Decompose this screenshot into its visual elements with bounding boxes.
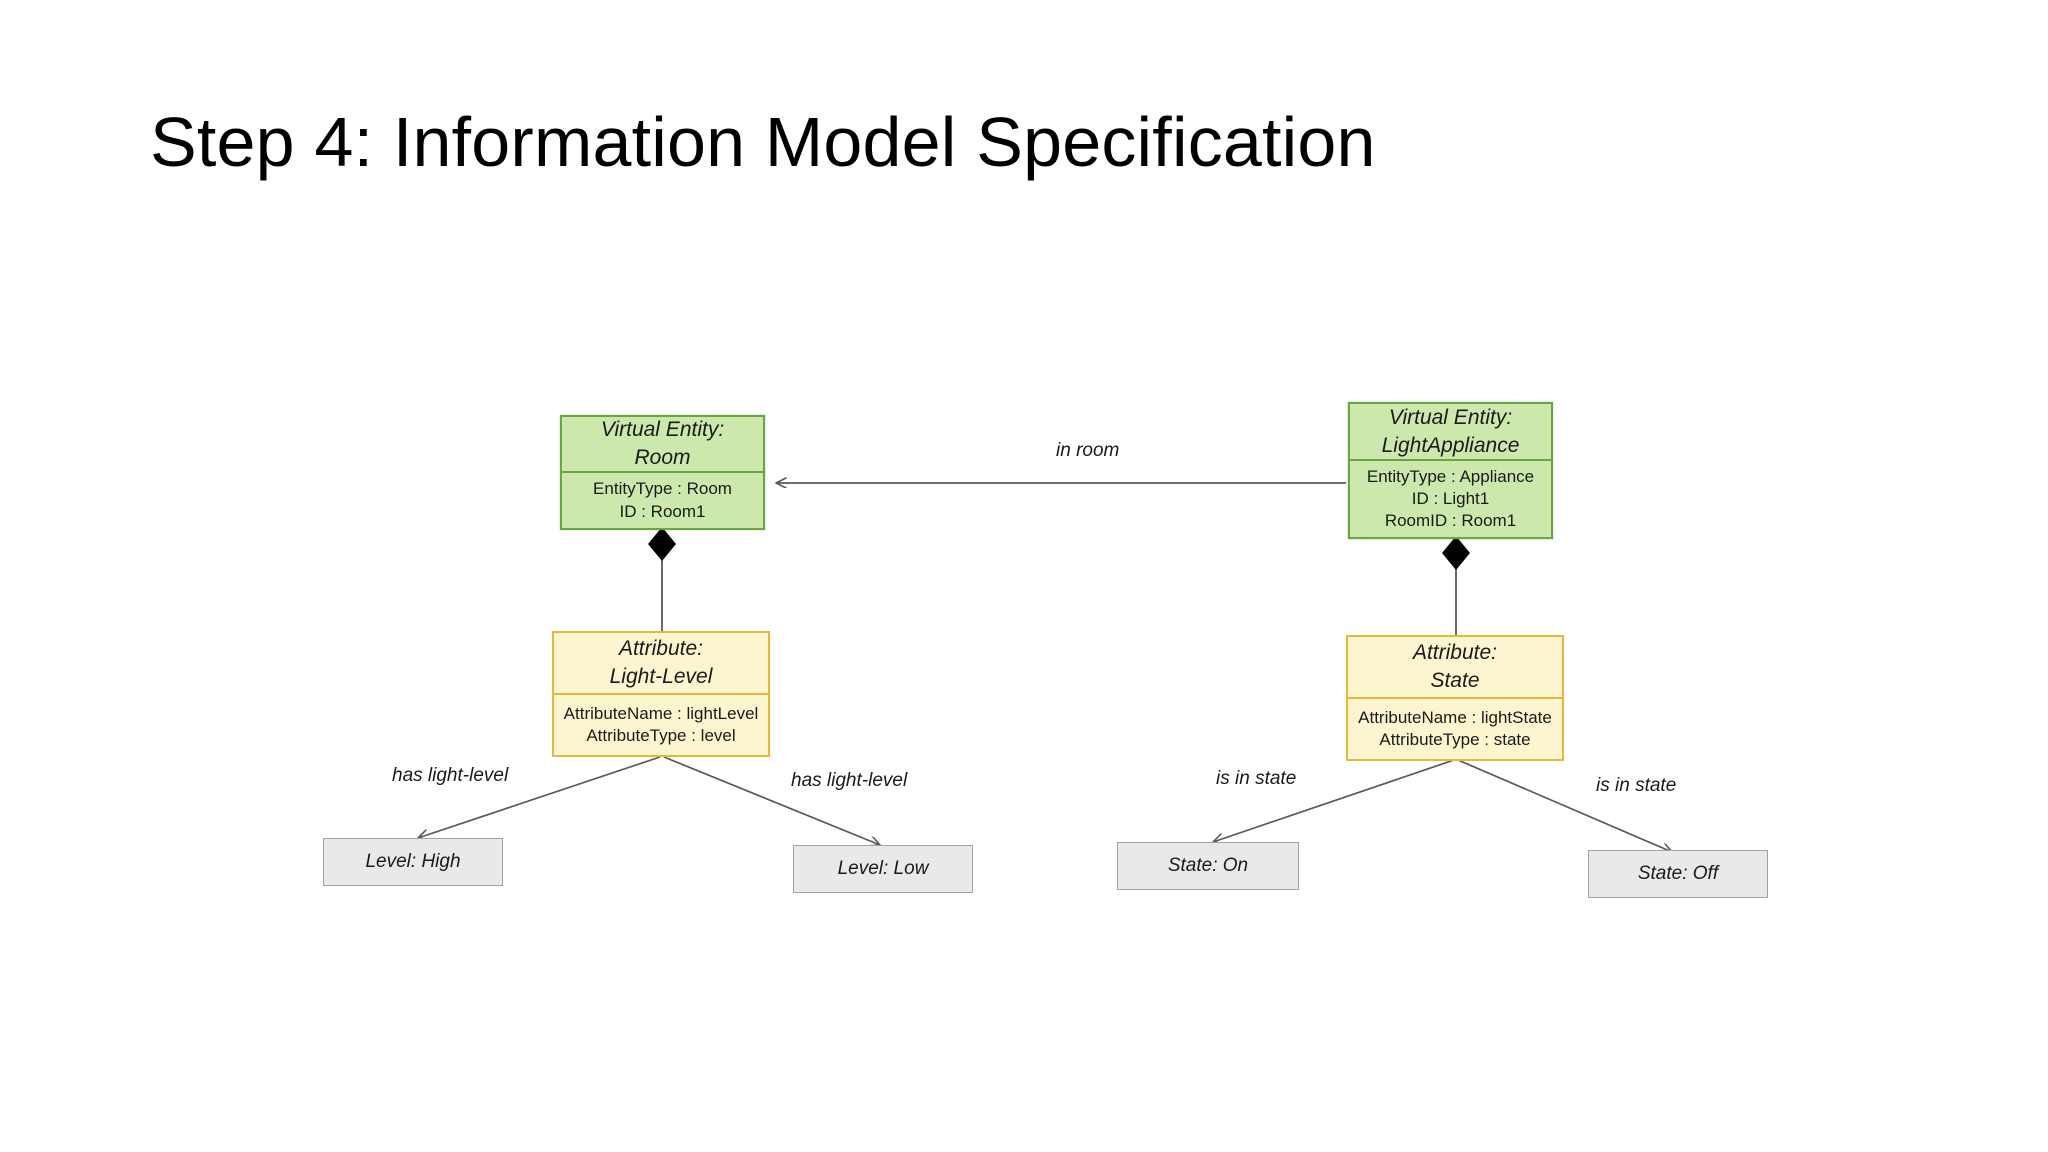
node-title-line-1: Virtual Entity: — [1388, 405, 1513, 429]
node-body-attribute-state: AttributeName : lightState AttributeType… — [1348, 699, 1562, 759]
node-attribute-row: EntityType : Appliance — [1366, 466, 1535, 486]
node-attribute-row: RoomID : Room1 — [1384, 511, 1517, 531]
node-value-state-on[interactable]: State: On — [1117, 842, 1299, 890]
node-value-label: State: On — [1167, 855, 1249, 876]
node-body-attribute-light-level: AttributeName : lightLevel AttributeType… — [554, 695, 768, 755]
edge-room-has-light-level — [648, 527, 676, 636]
node-value-state-off[interactable]: State: Off — [1588, 850, 1768, 898]
edge-label-is-in-state-on: is in state — [1216, 768, 1297, 789]
node-title-line-1: Attribute: — [1412, 641, 1498, 665]
node-body-virtual-entity-room: EntityType : Room ID : Room1 — [562, 473, 763, 528]
aggregation-diamond-icon — [1442, 536, 1470, 570]
node-attribute-row: AttributeType : level — [586, 726, 736, 745]
page-title: Step 4: Information Model Specification — [150, 103, 1376, 181]
edge-state-off — [1457, 759, 1672, 852]
node-value-label: State: Off — [1637, 863, 1719, 884]
node-value-label: Level: High — [365, 851, 461, 872]
edge-appliance-has-state — [1442, 536, 1470, 640]
node-title-line-2: State — [1430, 669, 1480, 692]
node-title-line-2: Room — [634, 446, 691, 469]
node-body-virtual-entity-lightappliance: EntityType : Appliance ID : Light1 RoomI… — [1350, 461, 1551, 537]
node-attribute-row: ID : Light1 — [1411, 488, 1490, 508]
node-virtual-entity-room[interactable]: Virtual Entity: Room EntityType : Room I… — [560, 415, 765, 530]
node-title-attribute-light-level: Attribute: Light-Level — [554, 633, 768, 695]
node-attribute-row: ID : Room1 — [619, 501, 706, 521]
node-value-label: Level: Low — [837, 858, 929, 879]
node-attribute-row: AttributeType : state — [1379, 730, 1531, 749]
node-attribute-row: AttributeName : lightState — [1358, 707, 1552, 727]
edge-label-has-light-level-low: has light-level — [791, 770, 908, 791]
node-title-line-2: LightAppliance — [1381, 433, 1520, 457]
node-virtual-entity-lightappliance[interactable]: Virtual Entity: LightAppliance EntityTyp… — [1348, 402, 1553, 539]
node-title-line-1: Virtual Entity: — [600, 418, 725, 442]
node-value-level-high[interactable]: Level: High — [323, 838, 503, 886]
edge-label-has-light-level-high: has light-level — [392, 765, 509, 786]
node-attribute-state[interactable]: Attribute: State AttributeName : lightSt… — [1346, 635, 1564, 761]
node-title-virtual-entity-room: Virtual Entity: Room — [562, 417, 763, 473]
aggregation-diamond-icon — [648, 527, 676, 561]
node-title-line-1: Attribute: — [618, 637, 704, 661]
node-title-virtual-entity-lightappliance: Virtual Entity: LightAppliance — [1350, 404, 1551, 461]
edge-label-is-in-state-off: is in state — [1596, 775, 1677, 796]
node-attribute-row: AttributeName : lightLevel — [563, 703, 759, 723]
node-attribute-light-level[interactable]: Attribute: Light-Level AttributeName : l… — [552, 631, 770, 757]
node-title-attribute-state: Attribute: State — [1348, 637, 1562, 699]
node-title-line-2: Light-Level — [609, 665, 713, 688]
node-attribute-row: EntityType : Room — [593, 479, 732, 499]
node-value-level-low[interactable]: Level: Low — [793, 845, 973, 893]
edge-label-in-room: in room — [1056, 440, 1120, 461]
